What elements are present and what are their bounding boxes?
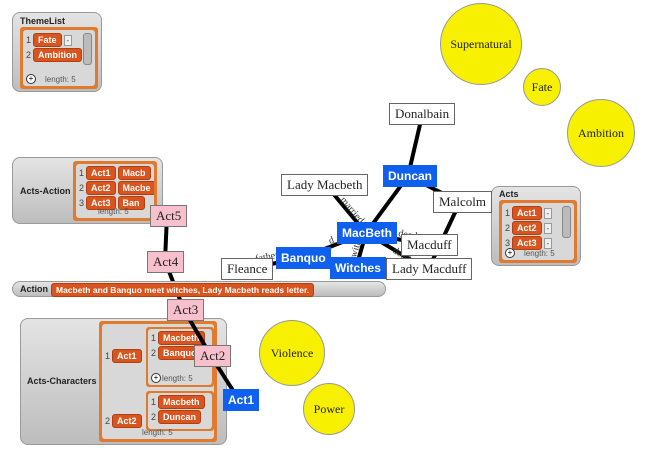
list-item[interactable]: Act1 [112, 349, 142, 363]
node-lady-macduff[interactable]: Lady Macduff [386, 258, 473, 280]
theme-ambition[interactable]: Ambition [567, 99, 635, 167]
action-value[interactable]: Macbeth and Banquo meet witches, Lady Ma… [51, 283, 315, 297]
node-act4[interactable]: Act4 [147, 251, 185, 273]
node-act3[interactable]: Act3 [167, 299, 205, 321]
length-label: length: 5 [162, 374, 193, 383]
node-witches[interactable]: Witches [330, 257, 386, 279]
list-item[interactable]: Macbeth [158, 395, 205, 409]
list-item[interactable]: Fate [33, 33, 62, 47]
list-item[interactable]: Act3 [86, 196, 116, 210]
list-item[interactable]: Macb [117, 166, 151, 180]
theme-power[interactable]: Power [303, 383, 355, 435]
edge-label-d: d [327, 235, 335, 247]
node-act5[interactable]: Act5 [150, 205, 188, 227]
list-item[interactable]: Duncan [158, 410, 202, 424]
acts-action-title: Acts-Action [20, 186, 71, 196]
node-banquo[interactable]: Banquo [276, 247, 331, 269]
list-item[interactable]: Act3 [512, 236, 542, 250]
node-fleance[interactable]: Fleance [221, 258, 274, 280]
list-item[interactable]: Macbeth [158, 331, 205, 345]
list-item[interactable]: Ban [117, 196, 145, 210]
list-item[interactable]: Act1 [512, 206, 542, 220]
scrollbar[interactable] [562, 206, 571, 238]
length-label: length: 5 [142, 428, 173, 437]
list-item[interactable]: Ambition [33, 48, 83, 62]
list-item[interactable]: Macbe [117, 181, 154, 195]
node-duncan[interactable]: Duncan [383, 165, 438, 187]
add-icon[interactable]: + [151, 373, 161, 383]
length-label: length: 5 [45, 75, 76, 84]
list-item[interactable]: Act2 [112, 414, 142, 428]
acts-characters-title: Acts-Characters [27, 376, 97, 386]
node-macduff[interactable]: Macduff [401, 234, 458, 256]
scrollbar[interactable] [83, 33, 92, 65]
node-macbeth[interactable]: MacBeth [337, 222, 398, 244]
add-icon[interactable]: + [505, 248, 515, 258]
theme-supernatural[interactable]: Supernatural [440, 3, 522, 85]
theme-violence[interactable]: Violence [259, 320, 325, 386]
action-label: Action [20, 284, 48, 294]
list-item[interactable]: Act2 [512, 221, 542, 235]
action-panel[interactable]: Action Macbeth and Banquo meet witches, … [12, 281, 386, 297]
list-item[interactable]: Act1 [86, 166, 116, 180]
length-label: length: 5 [98, 207, 129, 216]
theme-list-title: ThemeList [20, 16, 66, 26]
node-lady-macbeth[interactable]: Lady Macbeth [281, 174, 369, 196]
node-act2[interactable]: Act2 [194, 345, 232, 367]
add-icon[interactable]: + [26, 74, 36, 84]
node-donalbain[interactable]: Donalbain [389, 103, 456, 125]
length-label: length: 5 [524, 249, 555, 258]
acts-title: Acts [499, 189, 519, 199]
list-item[interactable]: Act2 [86, 181, 116, 195]
theme-fate[interactable]: Fate [523, 68, 561, 106]
node-malcolm[interactable]: Malcolm [433, 191, 492, 213]
node-act1[interactable]: Act1 [223, 389, 260, 411]
